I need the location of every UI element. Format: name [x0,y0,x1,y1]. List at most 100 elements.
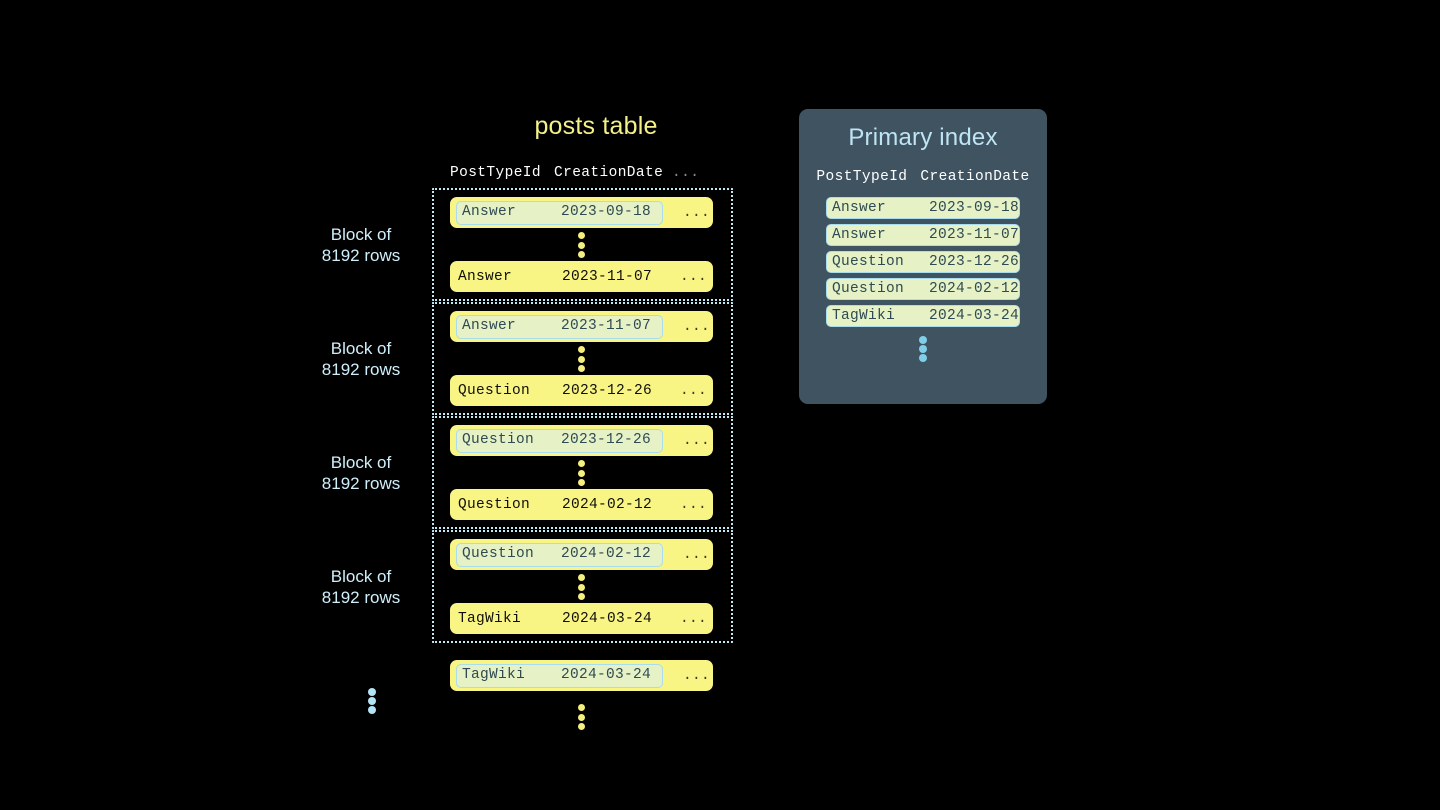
index-row-creationdate: 2023-11-07 [928,227,1019,243]
row-ellipsis: ... [680,382,708,399]
row-keybox: TagWiki 2024-03-24 [456,663,663,688]
column-header-creationdate: CreationDate [920,169,1030,185]
primary-index-column-headers: PostTypeId CreationDate [799,169,1047,185]
table-vertical-ellipsis-dots [450,704,713,730]
row-creationdate: 2023-11-07 [562,268,653,285]
index-row: Answer 2023-09-18 [826,197,1020,219]
column-header-creationdate: CreationDate [554,165,664,181]
row-ellipsis: ... [680,610,708,627]
block-vertical-ellipsis-dots [450,574,713,600]
block-label-line2: 8192 rows [321,245,401,265]
row-creationdate: 2023-12-26 [562,382,653,399]
dot [578,704,585,711]
row-posttypeid: Answer [458,268,513,285]
dot [368,706,376,714]
index-row-posttypeid: Question [832,281,905,297]
dot [578,365,585,372]
row-posttypeid: Question [458,382,531,399]
row-posttypeid: TagWiki [458,610,522,627]
table-row: Answer 2023-11-07... [450,261,713,292]
block-boundary [432,188,733,301]
dot [578,583,585,591]
row-cells: Question 2024-02-12... [450,497,707,513]
block-label-line1: Block of [330,452,392,472]
row-keybox: Question 2023-12-26 [456,428,663,453]
row-ellipsis: ... [680,496,708,513]
dot [578,479,585,486]
column-header-posttypeid: PostTypeId [816,169,908,185]
dot [578,251,585,258]
index-row: Question 2023-12-26 [826,251,1020,273]
dot [578,355,585,363]
index-row-creationdate: 2024-03-24 [928,308,1019,324]
block-boundary [432,302,733,415]
row-creationdate: 2023-12-26 [561,431,652,448]
dot [368,688,376,696]
dot [578,574,585,581]
row-keybox: Answer 2023-11-07 [456,314,663,339]
posts-table-title: posts table [534,112,658,140]
index-row: Answer 2023-11-07 [826,224,1020,246]
table-row: Question 2023-12-26... [450,425,713,456]
posts-table-column-headers: PostTypeId CreationDate ... [450,165,724,181]
table-row-tail: TagWiki 2024-03-24 ... [450,660,713,691]
row-creationdate: 2023-09-18 [561,203,652,220]
dot [919,354,927,362]
row-creationdate: 2024-02-12 [561,545,652,562]
row-posttypeid: Question [458,496,531,513]
block-label-line2: 8192 rows [321,359,401,379]
block-label-line2: 8192 rows [321,587,401,607]
dot [919,336,927,344]
table-row: Question 2024-02-12... [450,489,713,520]
block-boundary [432,416,733,529]
row-ellipsis: ... [680,268,708,285]
index-row-posttypeid: Answer [832,227,887,243]
row-creationdate: 2024-03-24 [561,666,652,683]
row-creationdate: 2024-02-12 [562,496,653,513]
row-ellipsis: ... [683,432,711,449]
index-row-posttypeid: Question [832,254,905,270]
index-row-posttypeid: TagWiki [832,308,896,324]
row-ellipsis: ... [683,204,711,221]
row-posttypeid: Answer [462,317,517,334]
dot [578,232,585,239]
block-label-line1: Block of [330,224,392,244]
column-header-ellipsis: ... [672,165,700,181]
row-posttypeid: Question [462,431,535,448]
index-row-posttypeid: Answer [832,200,887,216]
block-vertical-ellipsis-dots [450,460,713,486]
row-posttypeid: TagWiki [462,666,526,683]
row-ellipsis: ... [683,318,711,335]
index-row-creationdate: 2023-09-18 [928,200,1019,216]
dot [578,713,585,721]
block-label-line1: Block of [330,338,392,358]
block-label-line1: Block of [330,566,392,586]
index-row-creationdate: 2023-12-26 [928,254,1019,270]
dot [578,460,585,467]
row-posttypeid: Question [462,545,535,562]
block-label-line2: 8192 rows [321,473,401,493]
dot [919,345,927,353]
row-cells: Question 2023-12-26... [450,383,707,399]
dot [578,593,585,600]
dot [578,241,585,249]
row-ellipsis: ... [683,667,711,684]
index-row: TagWiki 2024-03-24 [826,305,1020,327]
dot [578,723,585,730]
row-creationdate: 2023-11-07 [561,317,652,334]
primary-index-panel: Primary index PostTypeId CreationDate An… [799,109,1047,404]
